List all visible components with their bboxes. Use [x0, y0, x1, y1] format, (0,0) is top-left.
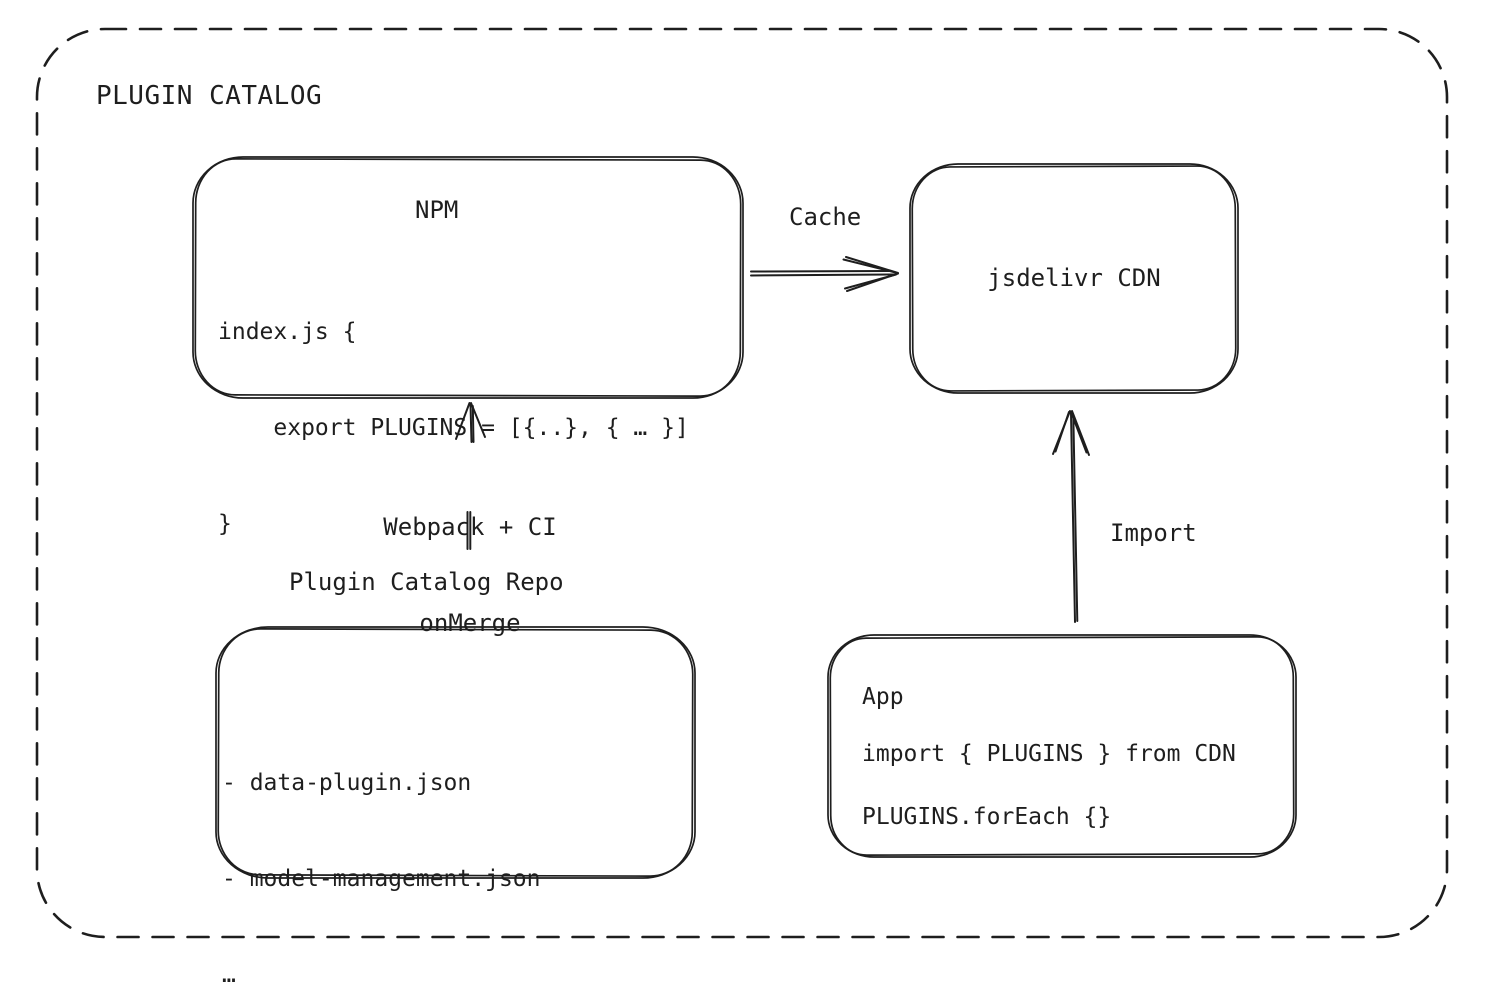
npm-code-line-1: index.js { [218, 319, 357, 345]
build-arrow-label-line-2: onMerge [419, 609, 521, 637]
npm-box-title: NPM [415, 196, 459, 224]
repo-file-item-1: - data-plugin.json [222, 770, 472, 796]
app-code-line-1: import { PLUGINS } from CDN [862, 741, 1236, 767]
app-code-line-2: PLUGINS.forEach {} [862, 804, 1112, 830]
cache-arrow-label: Cache [789, 203, 862, 231]
npm-code-block: index.js { export PLUGINS = [{..}, { … }… [218, 252, 689, 604]
repo-box [215, 626, 696, 879]
import-arrow [1052, 410, 1090, 623]
cdn-box-label: jsdelivr CDN [987, 264, 1161, 292]
npm-code-line-3: } [218, 511, 232, 537]
npm-code-line-2: export PLUGINS = [{..}, { … }] [218, 415, 689, 441]
repo-file-item-3: … [222, 962, 236, 988]
app-box [827, 634, 1297, 858]
npm-box [192, 156, 744, 399]
diagram-title: PLUGIN CATALOG [96, 81, 323, 111]
cache-arrow [750, 256, 899, 292]
build-arrow [455, 402, 486, 550]
app-box-title: App [862, 684, 904, 710]
catalog-boundary [35, 27, 1449, 939]
build-arrow-label-line-1: Webpack + CI [383, 513, 557, 541]
cdn-box [909, 163, 1239, 394]
repo-box-label: Plugin Catalog Repo [289, 568, 564, 596]
repo-file-list: - data-plugin.json - model-management.js… [222, 703, 541, 1002]
repo-file-item-2: - model-management.json [222, 866, 541, 892]
build-arrow-label: Webpack + CI onMerge [320, 447, 620, 703]
import-arrow-label: Import [1110, 519, 1197, 547]
